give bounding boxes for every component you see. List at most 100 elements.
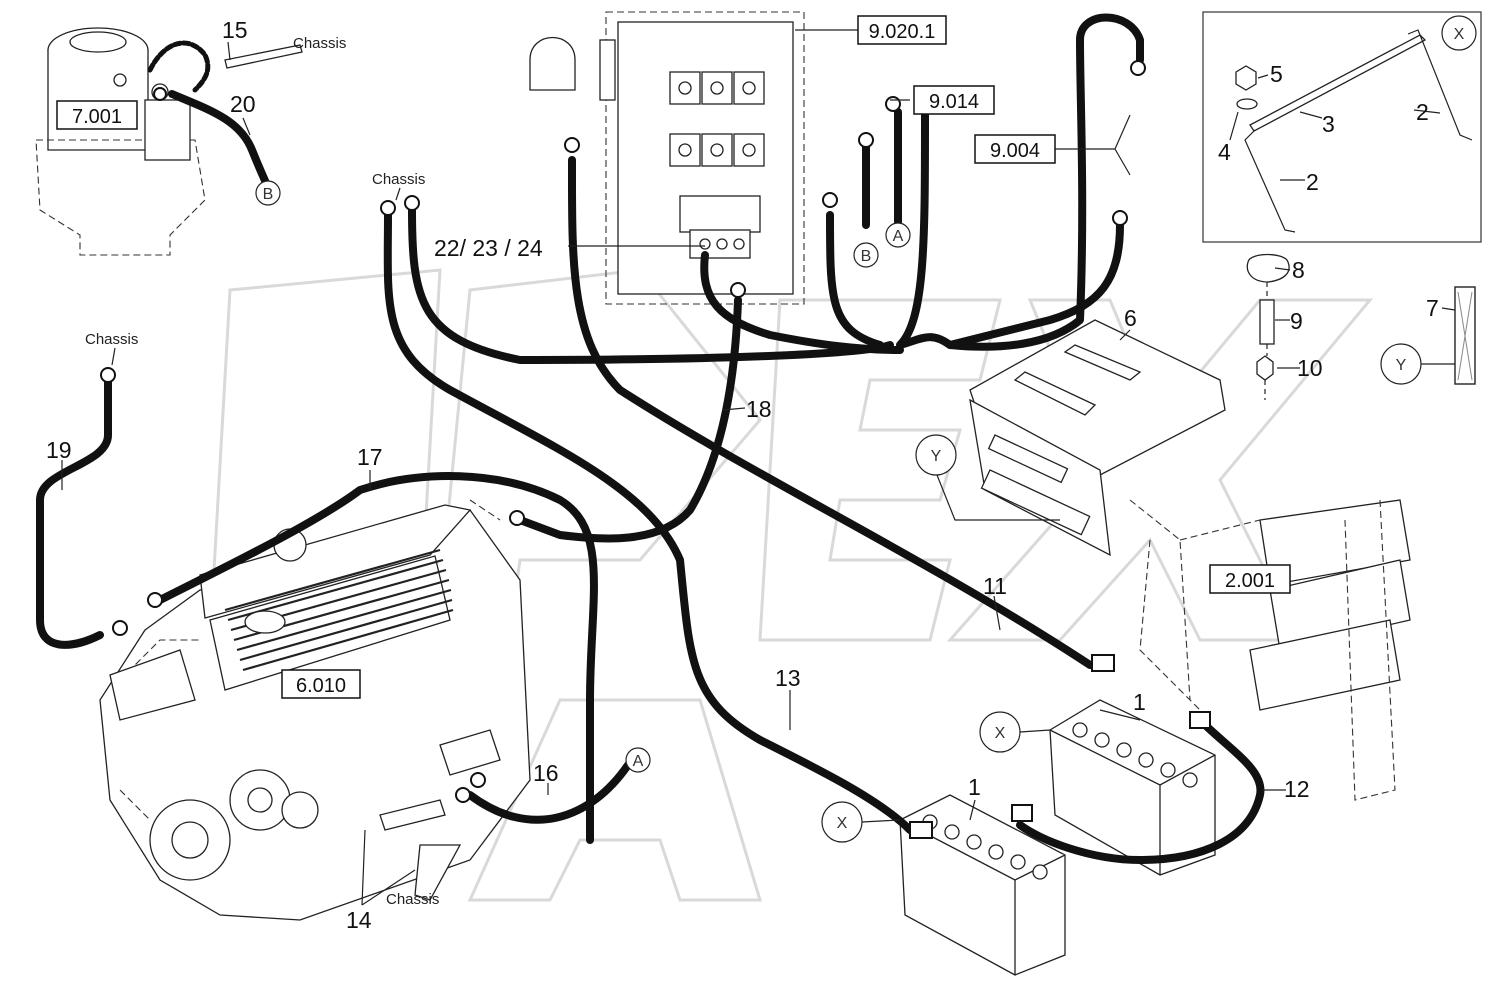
cable-harness [36,13,1265,864]
svg-text:Y: Y [931,448,942,465]
ref-2001: 2.001 [1225,570,1275,592]
ref-box-6010 [281,669,361,699]
cable-18 [516,296,742,543]
leader-lines [61,29,1477,906]
bracket-plate [599,39,616,101]
connector-a-box [885,222,911,248]
valve-block [144,99,191,161]
ref-box-9020 [857,15,947,45]
ref-box-9004 [974,134,1056,164]
fuse-block [669,71,765,167]
connector-x-kit [1441,15,1477,51]
svg-text:B: B [861,248,872,265]
relay-module [679,195,761,233]
part-label-12: 12 [1284,776,1310,802]
cable-11 [567,156,1094,669]
connector-b-dryer [255,180,281,206]
hose-segment [147,40,211,93]
svg-text:A: A [633,753,644,770]
part-label-9: 9 [1290,308,1303,334]
svg-text:X: X [837,815,848,832]
part-label-13: 13 [775,665,801,691]
svg-text:X: X [995,725,1006,742]
distribution-box [529,11,805,305]
ref-box-9014 [913,85,995,115]
ref-7001: 7.001 [72,106,122,128]
ref-9020: 9.020.1 [869,21,936,43]
ref-6010: 6.010 [296,675,346,697]
connector-a-engine [625,747,651,773]
part-label-19: 19 [46,437,72,463]
ref-9004: 9.004 [990,140,1040,162]
ground-strap-15 [224,44,303,69]
battery-retainer-kit [1202,11,1482,243]
cable-loop [896,13,1144,351]
oil-cap [244,610,286,634]
cable-main-bus [408,206,894,364]
part-number-labels: 15 20 22/ 23 / 24 5 3 2 2 4 8 9 10 7 6 1… [46,17,1439,933]
washer-4 [1236,98,1258,110]
svg-text:Y: Y [1396,357,1407,374]
part-label-1-rear: 1 [1133,689,1146,715]
step-ladder [1129,499,1411,801]
connector-y-cover [915,434,957,476]
battery-cover-6 [969,319,1226,557]
ground-strap-14b [414,844,462,901]
chassis-label-top: Chassis [293,35,346,52]
clamp-12 [1189,711,1211,729]
part-label-11: 11 [983,573,1007,599]
cable-13 [383,211,914,834]
svg-text:B: B [263,186,274,203]
ground-strap-14a [379,799,446,831]
battery-rear [1049,699,1216,876]
part-label-10: 10 [1297,355,1323,381]
connector-b-box [853,242,879,268]
part-label-8: 8 [1292,257,1305,283]
connector-y-pad [1380,343,1422,385]
cable-relay [700,251,904,354]
part-label-7: 7 [1426,295,1439,321]
part-label-15: 15 [222,17,248,43]
part-label-4: 4 [1218,139,1231,165]
terminal-lugs [100,60,1146,803]
dryer-base-outline [35,139,206,256]
part-label-1-front: 1 [968,774,981,800]
part-label-5: 5 [1270,61,1283,87]
cable-16 [466,761,632,824]
cable-20 [168,90,272,192]
hook-rod-2-rear [1407,29,1473,141]
chassis-label-harness: Chassis [372,171,425,188]
starter-motor [439,729,501,776]
part-label-2-rear: 2 [1416,99,1429,125]
cable-branch [946,221,1124,349]
clamp-12b [1011,804,1033,822]
hook-rod-2-front [1244,129,1296,233]
ref-9014: 9.014 [929,91,979,113]
part-label-6: 6 [1124,305,1137,331]
cable-12 [1016,716,1265,864]
cable-19 [36,376,112,649]
connector-x-front [821,801,863,843]
part-label-18: 18 [746,396,772,422]
nut-10 [1256,355,1274,381]
part-label-17: 17 [357,444,383,470]
ref-box-7001 [56,100,138,130]
box-outline [605,11,805,305]
engine-block [99,499,531,921]
gear [281,791,319,829]
dryer-body [47,50,149,151]
part-label-22-23-24: 22/ 23 / 24 [434,235,543,261]
cable-side [826,211,884,349]
part-label-16: 16 [533,760,559,786]
clamp-13 [909,821,933,839]
part-label-2-front: 2 [1306,169,1319,195]
part-label-3: 3 [1322,111,1335,137]
dryer-top [69,31,127,53]
connector-markers: B B A A X X X Y Y [255,15,1477,843]
clamp-11 [1091,654,1115,672]
part-label-14: 14 [346,907,372,933]
knob-bolt-assembly [1246,253,1290,400]
part-label-20: 20 [230,91,256,117]
